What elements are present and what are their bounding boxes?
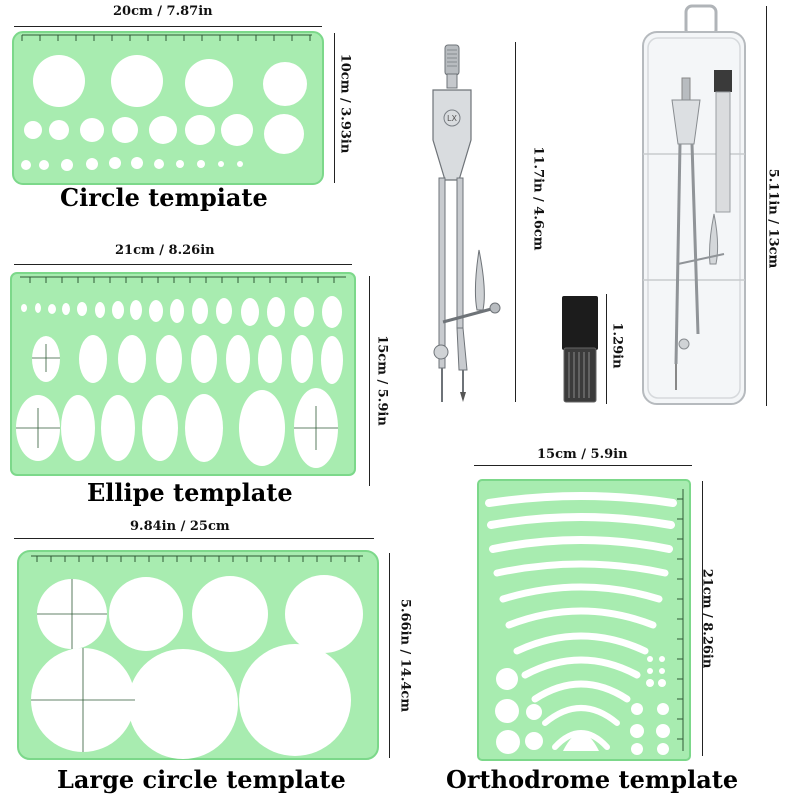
storage-case-height-line xyxy=(766,6,767,406)
large-circle-template-height-label: 5.66in / 14.4cm xyxy=(397,598,413,713)
orthodrome-template-width-line xyxy=(474,465,692,466)
ellipse-template-height-line xyxy=(369,276,370,486)
circle-template-width-label: 20cm / 7.87in xyxy=(113,4,213,19)
lead-box-height-label: 1.29in xyxy=(609,322,625,369)
orthodrome-template-height-line xyxy=(702,481,703,756)
circle-template-icon xyxy=(12,31,324,185)
storage-case-icon xyxy=(638,4,750,410)
circle-template-height-line xyxy=(334,33,335,183)
compass-brand-mark: LX xyxy=(447,114,457,123)
orthodrome-template-title: Orthodrome template xyxy=(446,765,739,794)
lead-box-height-line xyxy=(606,294,607,404)
compass-icon: LX xyxy=(413,40,509,412)
ellipse-template-width-label: 21cm / 8.26in xyxy=(115,243,215,258)
ellipse-template-title: Ellipe template xyxy=(87,478,293,507)
compass-height-line xyxy=(515,42,516,402)
large-circle-template-width-label: 9.84in / 25cm xyxy=(130,519,230,534)
storage-case-height-label: 5.11in / 13cm xyxy=(765,168,781,269)
large-circle-template-title: Large circle template xyxy=(57,765,346,794)
large-circle-template-icon xyxy=(17,550,379,760)
circle-template-height-label: 10cm / 3.93in xyxy=(337,53,353,154)
ellipse-template-width-line xyxy=(14,264,352,265)
compass-height-label: 11.7in / 4.6cm xyxy=(530,146,546,251)
orthodrome-template-width-label: 15cm / 5.9in xyxy=(537,447,628,462)
ellipse-template-height-label: 15cm / 5.9in xyxy=(374,335,390,426)
large-circle-template-height-line xyxy=(389,553,390,758)
circle-template-width-line xyxy=(14,26,322,27)
large-circle-template-width-line xyxy=(14,538,374,539)
orthodrome-template-icon xyxy=(477,479,691,761)
ellipse-template-icon xyxy=(10,272,356,476)
circle-template-title: Circle tempiate xyxy=(60,183,268,212)
lead-box-icon xyxy=(560,294,600,406)
